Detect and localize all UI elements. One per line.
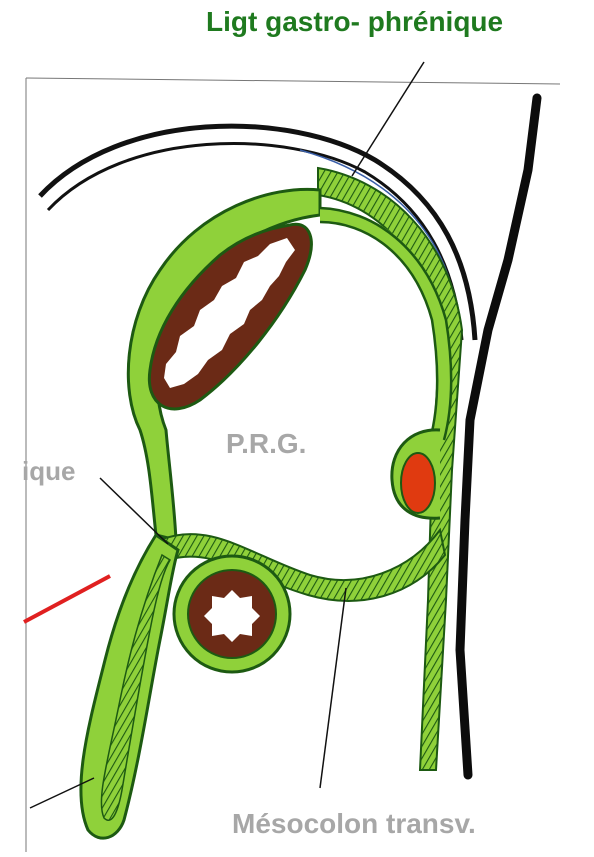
frame-top-line [26,78,560,84]
parietal-peritoneum [318,168,462,770]
leader-gastro-phrenic [352,62,424,176]
leader-mesocolon [320,588,346,788]
vessel-red [401,453,435,513]
red-cut-line [24,576,110,622]
transverse-colon-lumen [204,590,260,642]
label-transverse-mesocolon: Mésocolon transv. [232,808,476,840]
label-prg: P.R.G. [226,428,306,460]
label-partial-left: ique [22,456,75,487]
label-gastro-phrenic-ligament: Ligt gastro- phrénique [206,6,503,38]
posterior-wall [460,98,537,775]
